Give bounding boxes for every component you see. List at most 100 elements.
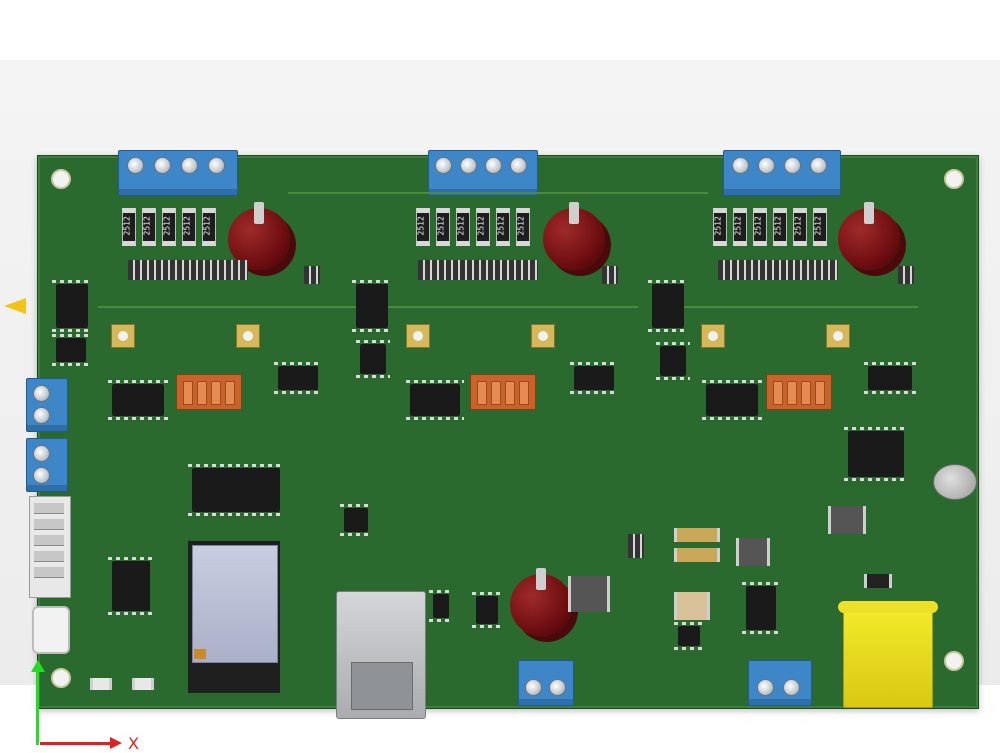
screw-icon bbox=[33, 445, 50, 462]
inductor bbox=[736, 538, 770, 566]
resistor-marking: 2512 bbox=[476, 216, 486, 236]
pin-header bbox=[304, 266, 320, 284]
power-resistor: 2512 bbox=[813, 208, 827, 246]
terminal-block-2pin[interactable] bbox=[518, 660, 574, 706]
power-ic bbox=[844, 427, 908, 481]
resistor-marking: 2512 bbox=[516, 216, 526, 236]
soic-chip bbox=[352, 280, 392, 332]
soic-chip bbox=[648, 280, 688, 332]
pin-header bbox=[628, 534, 644, 558]
resistor-marking: 2512 bbox=[753, 216, 763, 236]
x-axis-arrow-icon bbox=[110, 737, 122, 749]
yellow-connector-block[interactable] bbox=[838, 601, 938, 708]
x-axis bbox=[40, 742, 112, 745]
screw-icon bbox=[33, 467, 50, 484]
potentiometer[interactable] bbox=[510, 568, 572, 636]
resistor-marking: 2512 bbox=[202, 216, 212, 236]
screw-icon bbox=[33, 407, 50, 424]
module-shield bbox=[192, 545, 278, 663]
pin-header bbox=[418, 260, 538, 280]
power-resistor: 2512 bbox=[436, 208, 450, 246]
usb-c-port[interactable] bbox=[32, 606, 70, 654]
test-pad bbox=[701, 324, 725, 348]
regulator-chip bbox=[742, 582, 780, 634]
diode bbox=[864, 574, 892, 588]
resistor-marking: 2512 bbox=[436, 216, 446, 236]
pot-knob-icon bbox=[536, 568, 546, 590]
screw-icon bbox=[435, 157, 452, 174]
inductor bbox=[568, 576, 610, 612]
soic-chip bbox=[656, 342, 690, 380]
resistor-marking: 2512 bbox=[496, 216, 506, 236]
test-pad bbox=[111, 324, 135, 348]
pot-knob-icon bbox=[254, 202, 264, 224]
power-resistor: 2512 bbox=[122, 208, 136, 246]
usb-uart-chip bbox=[108, 557, 154, 615]
3d-viewport[interactable]: 2512 2512 2512 2512 2512 2512 2512 2512 … bbox=[0, 60, 1000, 753]
resistor-marking: 2512 bbox=[162, 216, 172, 236]
power-resistor: 2512 bbox=[773, 208, 787, 246]
power-resistor: 2512 bbox=[793, 208, 807, 246]
power-resistor: 2512 bbox=[733, 208, 747, 246]
copper-trace bbox=[658, 306, 918, 308]
power-resistor: 2512 bbox=[182, 208, 196, 246]
test-pad bbox=[406, 324, 430, 348]
crystal bbox=[674, 528, 720, 542]
resistor-marking: 2512 bbox=[813, 216, 823, 236]
screw-icon bbox=[127, 157, 144, 174]
soic-chip bbox=[570, 362, 618, 394]
soic-chip bbox=[274, 362, 322, 394]
power-resistor: 2512 bbox=[202, 208, 216, 246]
tactile-button[interactable] bbox=[90, 678, 112, 690]
potentiometer[interactable] bbox=[838, 202, 900, 270]
resistor-marking: 2512 bbox=[793, 216, 803, 236]
resistor-marking: 2512 bbox=[416, 216, 426, 236]
terminal-block-2pin[interactable] bbox=[748, 660, 812, 706]
terminal-block-4pin[interactable] bbox=[428, 150, 538, 196]
screw-icon bbox=[460, 157, 477, 174]
soic-chip bbox=[864, 362, 916, 394]
soic-chip bbox=[702, 380, 762, 420]
screw-icon bbox=[732, 157, 749, 174]
power-resistor: 2512 bbox=[496, 208, 510, 246]
terminal-block-2pin[interactable] bbox=[26, 378, 68, 432]
qfn-chip bbox=[340, 504, 372, 536]
screw-icon bbox=[758, 157, 775, 174]
power-resistor: 2512 bbox=[713, 208, 727, 246]
terminal-block-4pin[interactable] bbox=[723, 150, 841, 196]
mounting-hole bbox=[944, 169, 964, 189]
capacitor bbox=[674, 592, 710, 620]
potentiometer[interactable] bbox=[543, 202, 605, 270]
terminal-block-2pin[interactable] bbox=[26, 438, 68, 492]
resistor-marking: 2512 bbox=[142, 216, 152, 236]
tssop-chip bbox=[188, 464, 284, 516]
side-header-connector[interactable] bbox=[29, 496, 71, 598]
copper-trace bbox=[288, 192, 708, 194]
pin-header bbox=[718, 260, 838, 280]
power-resistor: 2512 bbox=[516, 208, 530, 246]
ethernet-rj45-jack[interactable] bbox=[336, 591, 426, 719]
resistor-marking: 2512 bbox=[122, 216, 132, 236]
power-resistor: 2512 bbox=[416, 208, 430, 246]
potentiometer[interactable] bbox=[228, 202, 290, 270]
dip-switch[interactable] bbox=[470, 374, 536, 410]
screw-icon bbox=[208, 157, 225, 174]
y-axis bbox=[36, 665, 39, 745]
pin-header bbox=[602, 266, 618, 284]
dip-switch[interactable] bbox=[176, 374, 242, 410]
copper-trace bbox=[98, 306, 358, 308]
tactile-button[interactable] bbox=[132, 678, 154, 690]
power-resistor: 2512 bbox=[456, 208, 470, 246]
pcb-board[interactable]: 2512 2512 2512 2512 2512 2512 2512 2512 … bbox=[26, 150, 979, 719]
resistor-marking: 2512 bbox=[773, 216, 783, 236]
terminal-block-4pin[interactable] bbox=[118, 150, 238, 196]
resistor-marking: 2512 bbox=[713, 216, 723, 236]
mounting-hole bbox=[51, 668, 71, 688]
screw-icon bbox=[510, 157, 527, 174]
rj45-socket-icon bbox=[351, 662, 413, 710]
power-resistor: 2512 bbox=[162, 208, 176, 246]
mounting-hole bbox=[944, 651, 964, 671]
test-pad bbox=[531, 324, 555, 348]
screw-icon bbox=[33, 385, 50, 402]
dip-switch[interactable] bbox=[766, 374, 832, 410]
